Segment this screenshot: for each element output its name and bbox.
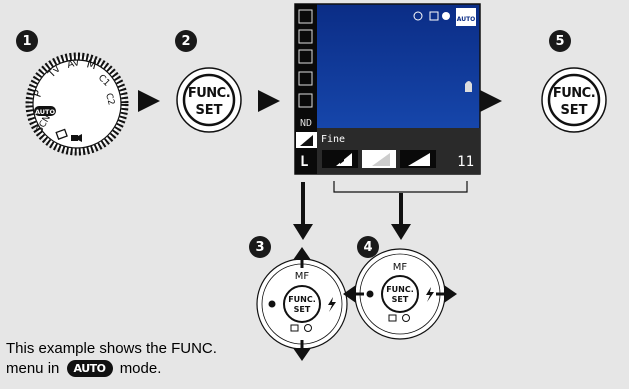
- auto-mode-badge: AUTO: [66, 360, 113, 377]
- svg-text:AUTO: AUTO: [457, 16, 476, 23]
- arrow-left: [343, 285, 364, 303]
- normal-icon: [400, 150, 436, 168]
- movie-icon: [71, 134, 82, 142]
- mode-dial-auto-badge: AUTO: [34, 106, 56, 116]
- svg-text:FUNC.: FUNC.: [188, 86, 230, 101]
- func-set-button-step-2: FUNC. SET: [176, 67, 242, 133]
- svg-text:SET: SET: [195, 103, 222, 118]
- svg-text:SET: SET: [392, 295, 409, 304]
- self-timer-icon: [304, 324, 312, 332]
- flash-icon: [426, 287, 434, 302]
- lcd-quality-label: Fine: [321, 134, 345, 145]
- svg-text:AUTO: AUTO: [35, 108, 56, 116]
- svg-text:SET: SET: [294, 305, 311, 314]
- recording-mode-icon: [298, 9, 313, 24]
- lcd-left-menu: [295, 4, 317, 174]
- lcd-screen: ND L AUTO Fine: [294, 3, 481, 175]
- arrow-right: [436, 285, 457, 303]
- svg-text:FUNC.: FUNC.: [553, 86, 595, 101]
- caption-prefix: menu in: [6, 360, 60, 377]
- macro-icon: [268, 300, 276, 308]
- step-3-badge: 3: [249, 236, 271, 258]
- func-set-button-step-5: FUNC. SET: [541, 67, 607, 133]
- arrow-up: [293, 247, 311, 268]
- stitch-assist-icon: [55, 128, 68, 140]
- svg-text:FUNC.: FUNC.: [386, 285, 414, 294]
- nd-filter-icon: ND: [300, 118, 312, 129]
- drive-mode-icon: [290, 324, 299, 332]
- step-1-badge: 1: [16, 30, 38, 52]
- arrow-right-3: [480, 90, 502, 112]
- figure-caption: This example shows the FUNC. menu in AUT…: [6, 339, 306, 379]
- svg-text:SET: SET: [560, 103, 587, 118]
- lcd-status-icons: [413, 11, 450, 21]
- mode-dial-label-p: P: [31, 88, 46, 99]
- flash-icon: [328, 297, 336, 312]
- control-dial-step-3: MF FUNC. SET: [256, 247, 348, 361]
- lcd-mode-badge: AUTO: [456, 8, 476, 26]
- caption-suffix: mode.: [119, 360, 162, 377]
- bracketing-icon: [298, 93, 313, 108]
- compression-icon: [296, 132, 317, 148]
- control-dial-step-4: MF FUNC. SET: [343, 248, 457, 340]
- arrow-right-2: [258, 90, 280, 112]
- mode-dial: P Tv Av M C1 C2 AUTO SCN: [25, 52, 129, 156]
- svg-text:MF: MF: [393, 262, 408, 273]
- macro-icon: [366, 290, 374, 298]
- drive-mode-icon: [388, 314, 397, 322]
- caption-line-2: menu in AUTO mode.: [6, 359, 306, 379]
- fine-icon: [362, 150, 396, 168]
- arrow-down-left: [293, 182, 313, 240]
- mode-dial-label-c2: C2: [103, 92, 116, 106]
- quality-options-bracket: [333, 181, 468, 193]
- svg-text:MF: MF: [295, 271, 310, 282]
- exposure-icon: [298, 29, 313, 44]
- arrow-right-1: [138, 90, 160, 112]
- white-balance-icon: [298, 49, 313, 64]
- mode-dial-label-av: Av: [66, 57, 81, 71]
- step-4-badge: 4: [357, 236, 379, 258]
- arrow-down-right: [391, 193, 411, 240]
- self-timer-icon: [402, 314, 410, 322]
- caption-line-1: This example shows the FUNC.: [6, 340, 217, 357]
- camera-shake-icon: [465, 81, 472, 92]
- arrow-down: [293, 340, 311, 361]
- mode-dial-label-m: M: [85, 57, 98, 72]
- resolution-icon: L: [300, 154, 308, 170]
- step-2-badge: 2: [175, 30, 197, 52]
- svg-text:FUNC.: FUNC.: [288, 295, 316, 304]
- step-5-badge: 5: [549, 30, 571, 52]
- lcd-shots-remaining: 11: [457, 154, 474, 170]
- photo-effect-icon: [298, 71, 313, 86]
- superfine-icon: [322, 150, 358, 168]
